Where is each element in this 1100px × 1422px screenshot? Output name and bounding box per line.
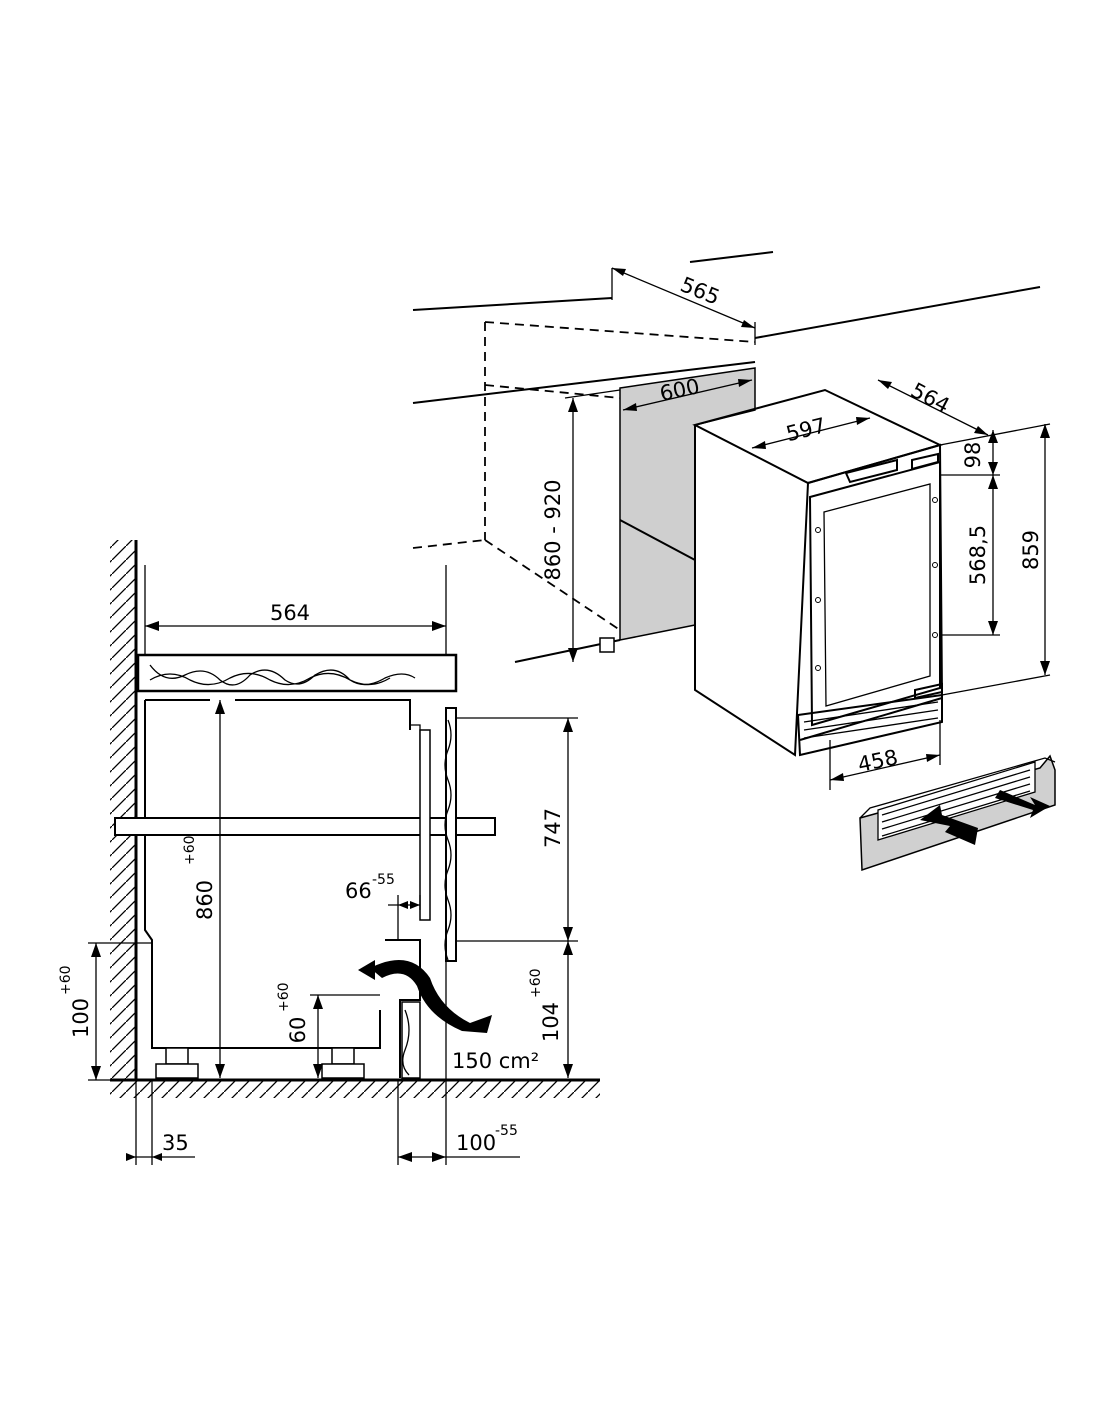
door-glass (823, 483, 931, 707)
airflow-arrow-head (358, 960, 375, 980)
plinth-bracket (385, 939, 421, 1078)
vent-area-label: 150 cm² (452, 1049, 539, 1073)
dim-458-arrows (830, 754, 940, 781)
niche-installation-view: 565 600 860 - 920 (412, 251, 1041, 663)
dim-100f-label: 100 (456, 1131, 496, 1155)
worktop-grain (149, 664, 416, 686)
airflow-arrow (370, 960, 492, 1033)
dim-859-label: 859 (1019, 530, 1043, 570)
counter-edge-back (412, 297, 613, 311)
counter-front-left (412, 361, 756, 404)
dim-100f-tolerance: -55 (495, 1123, 518, 1139)
dim-100f-arrows (398, 1152, 446, 1162)
dim-100-tolerance: +60 (58, 965, 74, 995)
dim-597-line (751, 417, 871, 449)
dim-600-line (622, 379, 753, 411)
dim-100-label: 100 (69, 998, 93, 1038)
dim-860-tolerance: +60 (182, 835, 198, 865)
dim-564-top-arrows (878, 380, 988, 435)
plinth-panel (401, 1001, 421, 1079)
dim-104-tolerance: +60 (528, 968, 544, 998)
dim-104-arrows (563, 941, 573, 1078)
door-outer (808, 460, 941, 727)
wall-hatch (110, 540, 136, 1080)
adjustable-foot (599, 637, 615, 653)
plinth-grain (402, 1009, 410, 1076)
grille-top-edge (859, 757, 1056, 819)
floor-hatch (110, 1080, 600, 1098)
air-out-arrow (995, 790, 1050, 818)
door-hinge-detail (410, 724, 421, 760)
vent-grille-detail (859, 754, 1056, 872)
niche-hidden-edges (412, 321, 756, 631)
dim-565-line (611, 267, 756, 329)
dim-458-label: 458 (856, 745, 900, 777)
front-foot (321, 1047, 365, 1079)
dim-859-ext-bottom (941, 674, 1051, 696)
dim-859-ext-top (939, 423, 1051, 446)
dim-100-arrows (91, 943, 101, 1080)
dim-600-arrows (623, 379, 752, 411)
dim-60-tolerance: +60 (276, 982, 292, 1012)
plinth-grille-lines (803, 701, 939, 739)
bottom-hinge (914, 682, 943, 700)
top-hinge (911, 452, 939, 471)
dim-35-arrows (126, 1153, 162, 1161)
dim-564-top-label: 564 (907, 378, 954, 418)
shelf-section (114, 817, 496, 836)
dim-98-label: 98 (961, 442, 985, 469)
dim-597-label: 597 (784, 413, 829, 446)
dim-35-label: 35 (162, 1131, 189, 1155)
counter-front-right (754, 286, 1041, 339)
dim-597-arrows (752, 417, 870, 449)
worktop (136, 653, 458, 693)
rear-foot (155, 1047, 199, 1079)
niche-back-panel (619, 367, 756, 641)
cabinet-top (145, 699, 411, 730)
cabinet-body (144, 700, 381, 1049)
niche-side-line (619, 519, 696, 561)
grille-slats (881, 769, 1031, 837)
appliance-side-face (694, 425, 809, 757)
furniture-front-grain (444, 719, 452, 961)
dim-564-top-line (877, 379, 989, 436)
dim-458-line (829, 754, 941, 781)
dim-860-920-label: 860 - 920 (541, 479, 565, 580)
dim-60-label: 60 (286, 1017, 310, 1044)
dim-66-tolerance: -55 (372, 872, 395, 888)
dim-568-label: 568,5 (966, 525, 990, 585)
air-in-arrow (920, 805, 978, 845)
door-fixing-dots (815, 497, 938, 671)
dim-860-920-ext-top (564, 389, 621, 399)
dim-104-label: 104 (539, 1002, 563, 1042)
dim-565-label: 565 (677, 272, 723, 309)
dim-66-arrows (398, 901, 420, 909)
dim-860-label: 860 (193, 880, 217, 920)
door-panel (419, 729, 431, 921)
counter-edge-far (689, 251, 774, 263)
top-handle (844, 458, 898, 484)
furniture-front (445, 707, 457, 962)
appliance-view: 564 597 98 568,5 859 458 (692, 378, 1051, 790)
grille-opening (877, 761, 1036, 841)
section-view: 564 860 +60 747 104 +60 66 -55 60 +60 (58, 540, 600, 1165)
dim-747-label: 747 (541, 808, 565, 848)
dim-66-label: 66 (345, 879, 372, 903)
appliance-plinth (796, 693, 943, 757)
dim-98-arrows (988, 430, 998, 475)
dim-564-sec-label: 564 (270, 601, 310, 625)
